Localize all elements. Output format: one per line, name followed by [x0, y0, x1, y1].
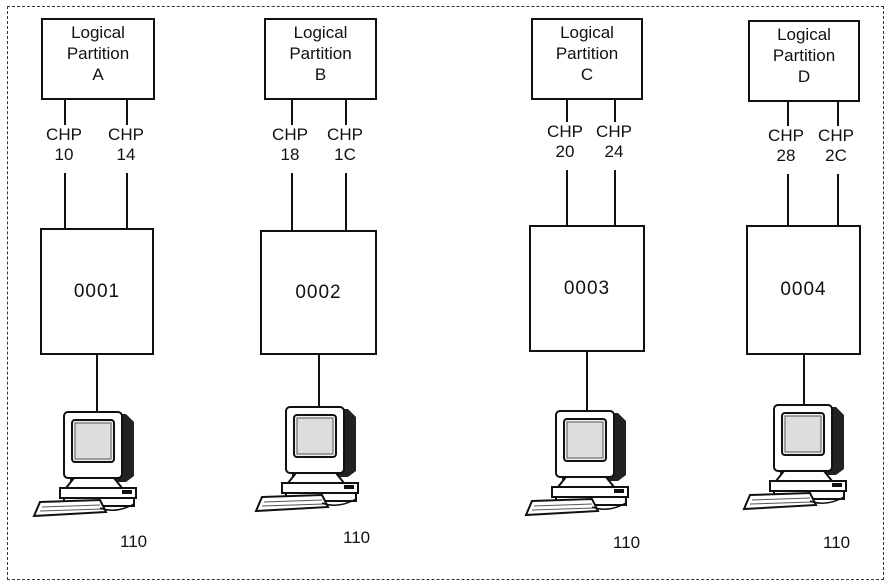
- chp-id: 24: [604, 142, 624, 161]
- control-unit-box: 0004: [746, 225, 861, 355]
- terminal-label: 110: [823, 533, 851, 552]
- terminal-label: 110: [343, 528, 371, 547]
- connector-line: [96, 355, 98, 414]
- chp-label: CHP: [108, 125, 144, 144]
- partition-label-line1: Logical: [293, 23, 348, 42]
- connector-line: [837, 102, 839, 126]
- connector-line: [787, 102, 789, 126]
- diagram-border: [7, 6, 884, 580]
- chp-label: CHP: [596, 122, 632, 141]
- chp-id: 10: [54, 145, 74, 164]
- terminal-icon: [30, 408, 158, 525]
- partition-label-line3: B: [314, 65, 327, 84]
- partition-label-line2: Partition: [289, 44, 352, 63]
- terminal-label: 110: [120, 532, 148, 551]
- chp-id: 28: [776, 146, 796, 165]
- chp-label: CHP: [818, 126, 854, 145]
- connector-line: [291, 173, 293, 230]
- connector-line: [126, 173, 128, 228]
- control-unit-number: 0004: [780, 279, 827, 300]
- terminal-icon: [740, 401, 868, 518]
- chp-id: 20: [555, 142, 575, 161]
- chp-id: 1C: [334, 145, 356, 164]
- connector-line: [64, 100, 66, 125]
- connector-line: [318, 355, 320, 409]
- chp-label: CHP: [46, 125, 82, 144]
- partition-label-line2: Partition: [66, 44, 130, 63]
- connector-line: [787, 174, 789, 225]
- connector-line: [126, 100, 128, 125]
- connector-line: [614, 170, 616, 225]
- terminal-label: 110: [613, 533, 641, 552]
- partition-label-line2: Partition: [772, 46, 836, 65]
- connector-line: [614, 100, 616, 122]
- partition-label-line1: Logical: [777, 25, 831, 44]
- connector-line: [566, 170, 568, 225]
- connector-line: [64, 173, 66, 228]
- control-unit-number: 0002: [295, 281, 342, 303]
- connector-line: [345, 100, 347, 125]
- chp-id: 2C: [825, 146, 847, 165]
- connector-line: [586, 352, 588, 413]
- connector-line: [803, 355, 805, 407]
- partition-label-line3: D: [797, 67, 811, 86]
- control-unit-box: 0002: [260, 230, 377, 355]
- partition-label-line2: Partition: [555, 44, 619, 63]
- partition-label-line1: Logical: [560, 23, 614, 42]
- partition-label-line3: C: [580, 65, 594, 84]
- terminal-icon: [522, 407, 650, 524]
- chp-id: 14: [116, 145, 136, 164]
- connector-line: [291, 100, 293, 125]
- control-unit-number: 0001: [73, 280, 121, 302]
- chp-label: CHP: [768, 126, 804, 145]
- control-unit-box: 0003: [529, 225, 645, 352]
- chp-label: CHP: [327, 125, 363, 144]
- connector-line: [837, 174, 839, 225]
- terminal-icon: [252, 403, 380, 520]
- connector-line: [566, 100, 568, 122]
- chp-id: 18: [280, 145, 300, 164]
- connector-line: [345, 173, 347, 230]
- control-unit-number: 0003: [563, 277, 611, 299]
- chp-label: CHP: [547, 122, 583, 141]
- partition-label-line3: A: [92, 65, 104, 84]
- control-unit-box: 0001: [40, 228, 154, 355]
- chp-label: CHP: [272, 125, 308, 144]
- partition-label-line1: Logical: [71, 23, 125, 42]
